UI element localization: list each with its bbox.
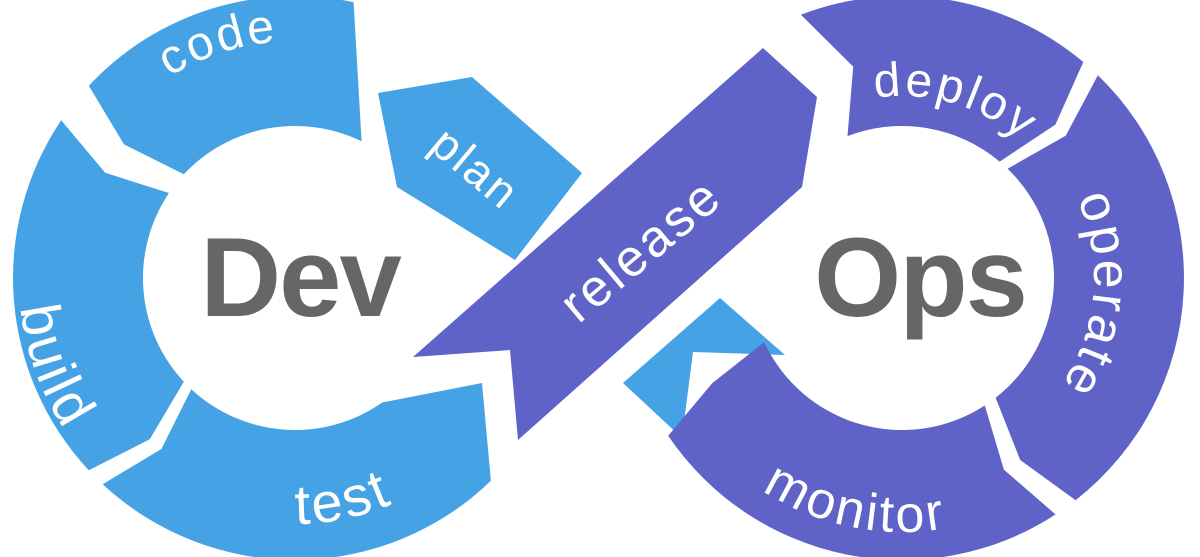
- operate-segment: [995, 75, 1184, 501]
- deploy-segment: [800, 0, 1084, 162]
- release-band: [413, 48, 817, 440]
- dev-loop: [13, 0, 785, 557]
- monitor-segment: [668, 342, 1056, 557]
- build-segment: [13, 120, 184, 471]
- dev-title: Dev: [200, 215, 401, 340]
- dev-crossing-chevron: [623, 298, 785, 438]
- code-segment: [88, 0, 362, 175]
- ops-title: Ops: [814, 215, 1026, 340]
- test-segment: [102, 383, 491, 557]
- ops-loop: [413, 0, 1184, 557]
- plan-arrow-shape: [378, 77, 582, 260]
